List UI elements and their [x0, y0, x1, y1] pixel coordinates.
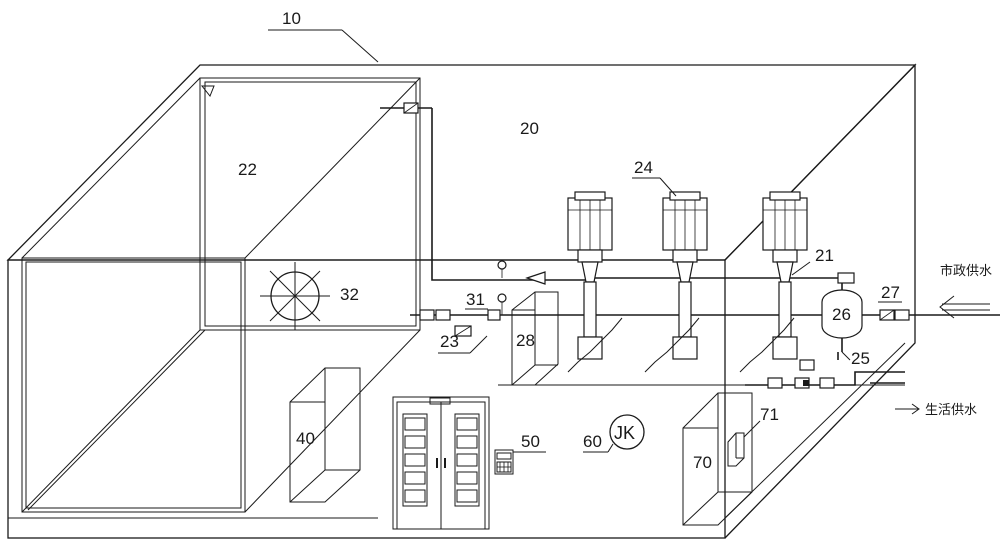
control-box-label: 70: [693, 453, 712, 472]
domestic-supply-label: 生活供水: [925, 403, 977, 418]
room-label: 10: [282, 9, 301, 28]
exhaust-fan: [260, 262, 330, 330]
water-tank: [21, 77, 421, 513]
pressure-tank: [821, 289, 863, 360]
cabinet: [289, 367, 361, 503]
pump-unit-2: [662, 191, 708, 360]
pump-suction-piping: [567, 317, 795, 373]
inlet-pipe-label: 31: [466, 290, 485, 309]
pressure-tank-pipe-label: 25: [851, 349, 870, 368]
pump-unit-3: [762, 191, 808, 360]
monitor-jk-text: JK: [614, 423, 635, 443]
inlet-valve-label: 27: [881, 283, 900, 302]
municipal-supply-label: 市政供水: [940, 263, 992, 279]
domestic-supply-arrow: [895, 403, 920, 415]
control-panel: [727, 432, 745, 467]
double-door: [392, 396, 490, 530]
pump-room-label: 20: [520, 119, 539, 138]
valve-label: 23: [440, 332, 459, 351]
sterilizer-label: 28: [516, 331, 535, 350]
control-box: [682, 392, 753, 526]
keypad: [494, 449, 520, 475]
outlet-pipe-label: 21: [815, 246, 834, 265]
control-panel-label: 71: [760, 405, 779, 424]
monitor-label: 60: [583, 432, 602, 451]
monitor-symbol: JK: [609, 414, 645, 450]
room-label-group: 10: [268, 9, 379, 63]
cabinet-label: 40: [296, 429, 315, 448]
exhaust-fan-label: 32: [340, 285, 359, 304]
municipal-supply-arrow: [939, 295, 990, 319]
sterilizer-unit: [511, 291, 559, 386]
pump-label: 24: [634, 158, 653, 177]
pressure-tank-label: 26: [832, 305, 851, 324]
water-tank-label: 22: [238, 160, 257, 179]
valves-group: [403, 102, 910, 389]
pump-unit-1: [567, 191, 613, 360]
keypad-label: 50: [521, 432, 540, 451]
